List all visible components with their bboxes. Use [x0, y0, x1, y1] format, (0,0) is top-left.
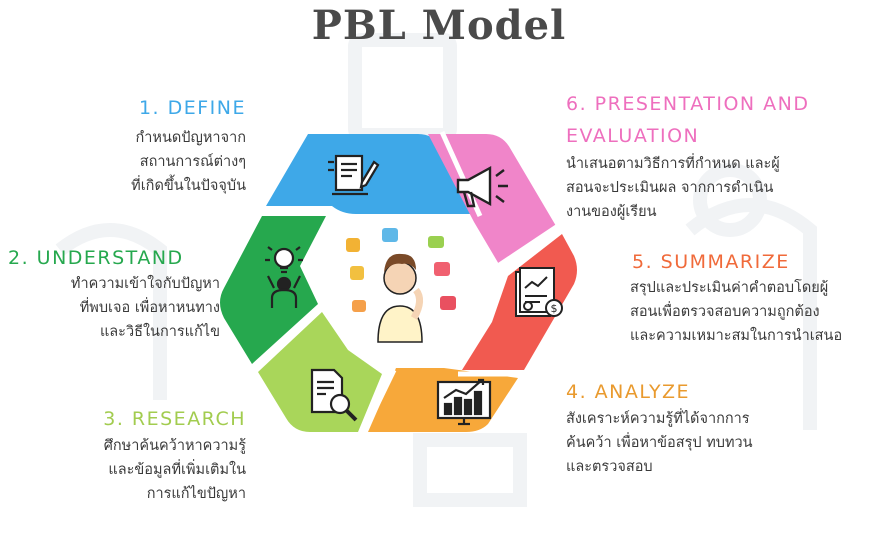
document-pen-icon — [328, 154, 380, 196]
document-search-icon — [310, 368, 358, 422]
text-line: การแก้ไขปัญหา — [146, 486, 246, 502]
step-understand-heading: 2. UNDERSTAND — [8, 247, 184, 269]
text-line: สรุปและประเมินค่าคำตอบโดยผู้ — [630, 280, 829, 296]
step-presentation-description: นำเสนอตามวิธีการที่กำหนด และผู้ สอนจะประ… — [566, 152, 836, 224]
text-line: ที่พบเจอ เพื่อหาหนทาง — [79, 300, 220, 316]
step-research-description: ศึกษาค้นคว้าหาความรู้ และข้อมูลที่เพิ่มเ… — [40, 434, 246, 506]
page-title: PBL Model — [311, 2, 567, 49]
step-define-description: กำหนดปัญหาจาก สถานการณ์ต่างๆ ที่เกิดขึ้น… — [60, 126, 246, 198]
text-line: และตรวจสอบ — [566, 459, 653, 475]
step-summarize-description: สรุปและประเมินค่าคำตอบโดยผู้ สอนเพื่อตรว… — [630, 276, 876, 348]
lightbulb-person-icon — [265, 246, 303, 308]
text-line: นำเสนอตามวิธีการที่กำหนด และผู้ — [566, 156, 780, 172]
text-line: และความเหมาะสมในการนำเสนอ — [630, 328, 843, 344]
step-research-heading: 3. RESEARCH — [103, 408, 246, 430]
segment-understand — [220, 216, 326, 364]
text-line: ทำความเข้าใจกับปัญหา — [70, 276, 220, 292]
step-presentation-heading-line1: 6. PRESENTATION AND — [566, 93, 810, 115]
step-summarize-heading: 5. SUMMARIZE — [632, 251, 790, 273]
financial-report-icon: $ — [515, 267, 563, 317]
megaphone-icon — [456, 165, 508, 208]
text-line: และข้อมูลที่เพิ่มเติมใน — [108, 462, 246, 478]
text-line: และวิธีในการแก้ไข — [99, 324, 220, 340]
step-presentation-heading-line2: EVALUATION — [566, 125, 700, 147]
step-analyze-description: สังเคราะห์ความรู้ที่ได้จากการ ค้นคว้า เพ… — [566, 407, 806, 479]
step-define-heading: 1. DEFINE — [138, 97, 246, 119]
text-line: ค้นคว้า เพื่อหาข้อสรุป ทบทวน — [566, 435, 753, 451]
step-understand-description: ทำความเข้าใจกับปัญหา ที่พบเจอ เพื่อหาหนท… — [8, 272, 220, 344]
text-line: สอนเพื่อตรวจสอบความถูกต้อง — [630, 304, 820, 320]
thinking-student-with-puzzle-pieces — [346, 228, 456, 343]
monitor-chart-icon — [436, 378, 492, 426]
text-line: สถานการณ์ต่างๆ — [139, 154, 246, 170]
text-line: สังเคราะห์ความรู้ที่ได้จากการ — [566, 411, 750, 427]
text-line: ที่เกิดขึ้นในปัจจุบัน — [131, 178, 246, 194]
text-line: สอนจะประเมินผล จากการดำเนิน — [566, 180, 774, 196]
step-analyze-heading: 4. ANALYZE — [566, 381, 691, 403]
pbl-cycle-diagram: $ — [220, 130, 577, 432]
text-line: กำหนดปัญหาจาก — [135, 130, 247, 146]
svg-text:$: $ — [551, 302, 558, 315]
text-line: งานของผู้เรียน — [566, 204, 657, 220]
text-line: ศึกษาค้นคว้าหาความรู้ — [103, 438, 246, 454]
